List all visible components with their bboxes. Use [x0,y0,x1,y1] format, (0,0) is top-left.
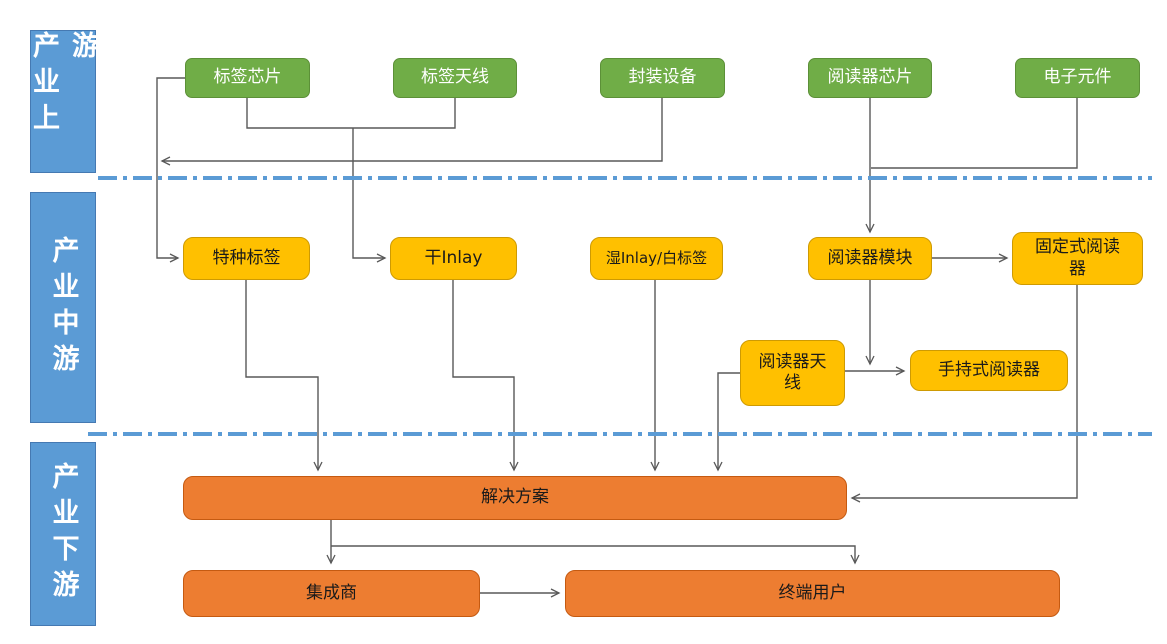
node-integrator: 集成商 [183,570,480,617]
wire-solutions-to-end-user [331,545,860,565]
wire-fixed-reader-to-solutions [850,285,1078,503]
node-tag-antenna: 标签天线 [393,58,517,98]
node-reader-chip: 阅读器芯片 [808,58,932,98]
node-special-tag: 特种标签 [183,237,310,280]
wire-tag-chip-to-special-tag [156,77,185,263]
node-electronic-components: 电子元件 [1015,58,1140,98]
wire-electronic-components-join [871,98,1078,169]
node-end-user: 终端用户 [565,570,1060,617]
node-dry-inlay: 干Inlay [390,237,517,280]
wire-special-tag-to-solutions [245,280,323,472]
wire-reader-antenna-to-solutions [713,372,740,472]
node-packaging-equipment: 封装设备 [600,58,725,98]
node-handheld-reader: 手持式阅读器 [910,350,1068,391]
node-tag-chip: 标签芯片 [185,58,310,98]
node-solutions: 解决方案 [183,476,847,520]
wire-dry-inlay-to-solutions [452,280,519,472]
node-reader-module: 阅读器模块 [808,237,932,280]
wire-tag-chip-tag-antenna-join [246,98,456,129]
zone-label-upstream: 产业上游 [28,30,98,173]
zone-label-downstream: 产业下游 [30,442,96,626]
node-fixed-reader: 固定式阅读 器 [1012,232,1143,285]
node-wet-inlay: 湿Inlay/白标签 [590,237,723,280]
zone-label-midstream: 产业中游 [30,192,96,423]
wire-join-to-dry-inlay [352,128,387,263]
wire-packaging-to-left-trunk [160,98,663,166]
node-reader-antenna: 阅读器天 线 [740,340,845,406]
